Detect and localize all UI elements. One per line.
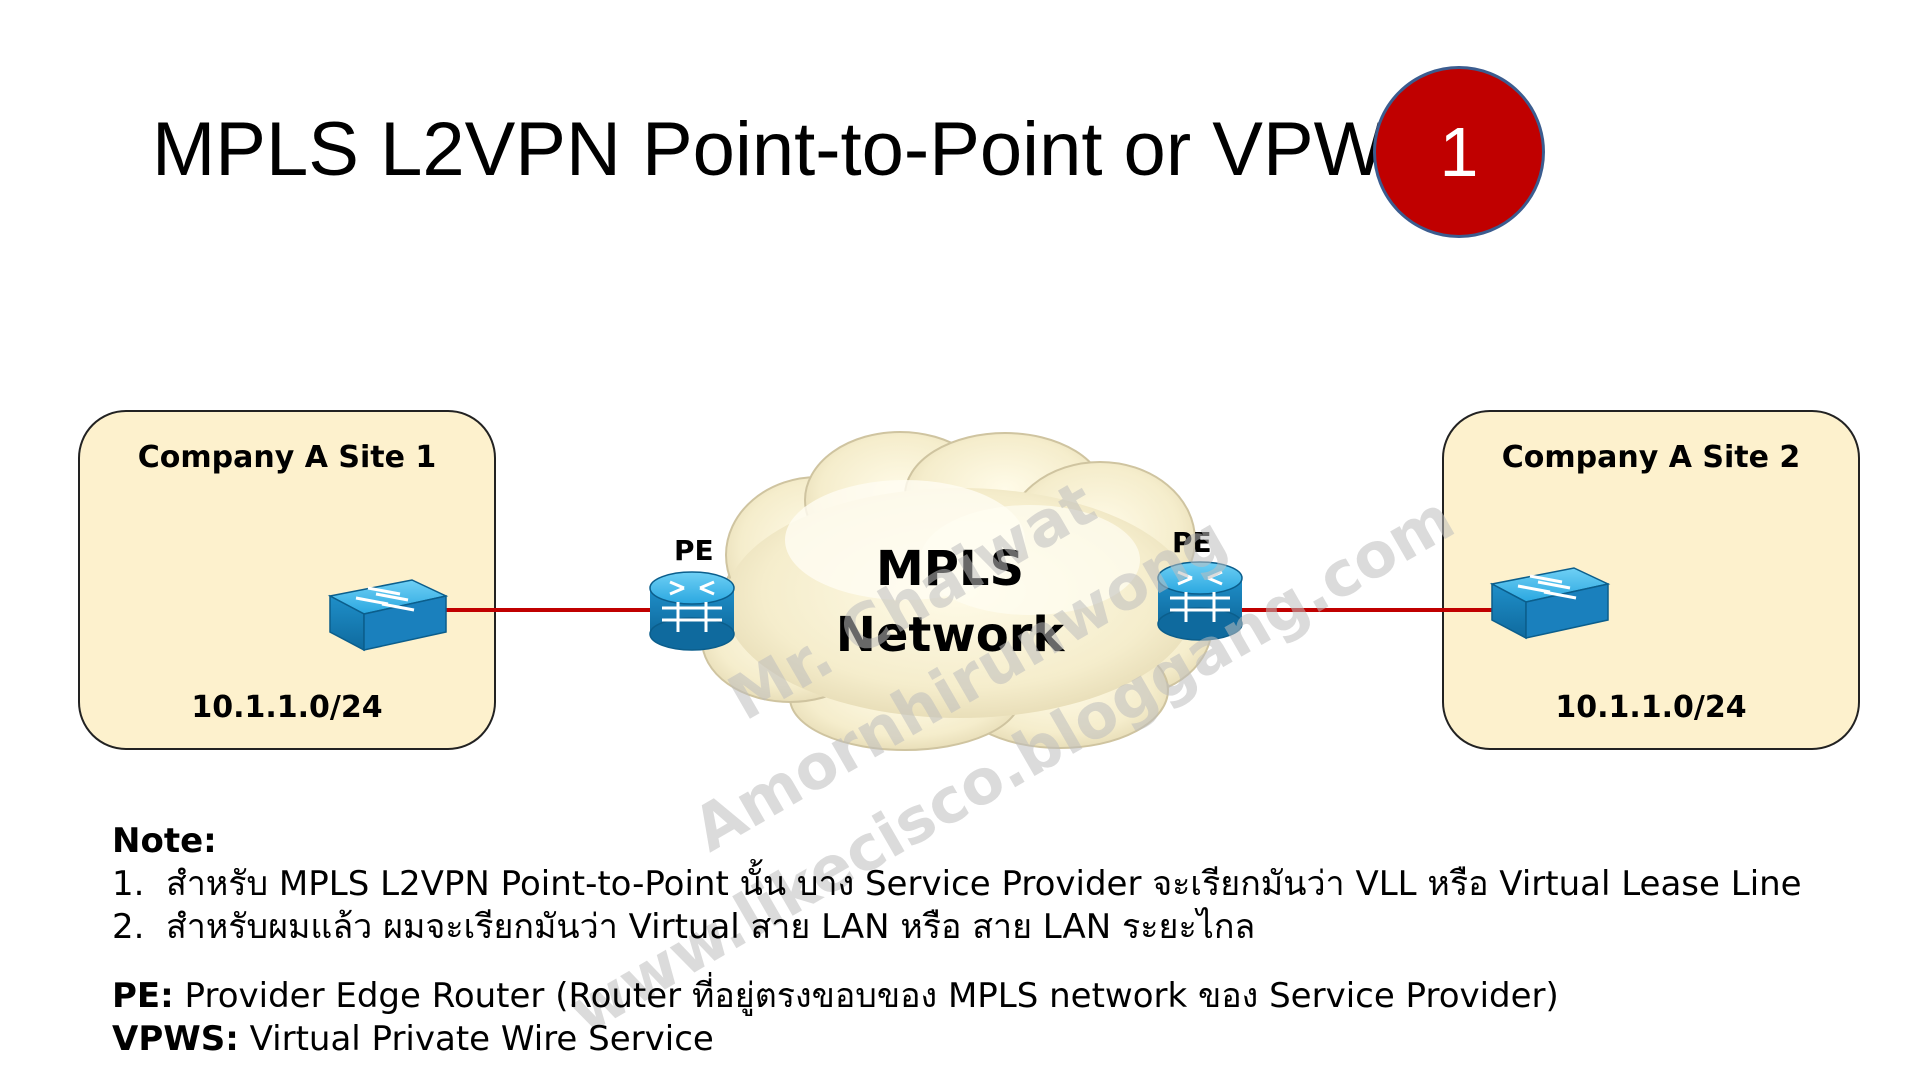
pe-left-label: PE (674, 534, 714, 567)
definitions: PE: Provider Edge Router (Router ที่อยู่… (112, 975, 1892, 1061)
note-number: 2. (112, 907, 145, 947)
pe-right-label: PE (1172, 526, 1212, 559)
pe-router-left-icon (649, 571, 735, 651)
notes-heading: Note: (112, 821, 217, 861)
pe-router-right-icon (1157, 561, 1243, 641)
definition-text: Provider Edge Router (Router ที่อยู่ตรงข… (173, 976, 1559, 1016)
site-1-title: Company A Site 1 (137, 440, 437, 475)
definition-line: PE: Provider Edge Router (Router ที่อยู่… (112, 975, 1892, 1018)
site-1-box: Company A Site 1 10.1.1.0/24 (78, 410, 496, 750)
definition-line: VPWS: Virtual Private Wire Service (112, 1018, 1892, 1061)
switch-site-2-icon (1489, 567, 1611, 640)
definition-term: PE: (112, 976, 174, 1016)
switch-site-1-icon (327, 579, 449, 652)
cloud-label-line-1: MPLS (875, 541, 1025, 597)
note-text: สำหรับผมแล้ว ผมจะเรียกมันว่า Virtual สาย… (166, 907, 1256, 947)
definition-text: Virtual Private Wire Service (238, 1019, 714, 1059)
cloud-label: MPLS Network (820, 536, 1080, 668)
site-1-network: 10.1.1.0/24 (191, 690, 383, 725)
page-title: MPLS L2VPN Point-to-Point or VPWS (152, 107, 1437, 192)
note-item: 1. สำหรับ MPLS L2VPN Point-to-Point นั้น … (112, 863, 1892, 906)
note-number: 1. (112, 864, 145, 904)
note-item: 2. สำหรับผมแล้ว ผมจะเรียกมันว่า Virtual ส… (112, 906, 1892, 949)
note-text: สำหรับ MPLS L2VPN Point-to-Point นั้น บา… (166, 864, 1802, 904)
definition-term: VPWS: (112, 1019, 239, 1059)
cloud-label-line-2: Network (835, 607, 1065, 663)
notes-section: Note: 1. สำหรับ MPLS L2VPN Point-to-Point… (112, 820, 1892, 1061)
site-2-network: 10.1.1.0/24 (1555, 690, 1747, 725)
slide-number-badge: 1 (1373, 66, 1545, 238)
site-2-title: Company A Site 2 (1501, 440, 1801, 475)
